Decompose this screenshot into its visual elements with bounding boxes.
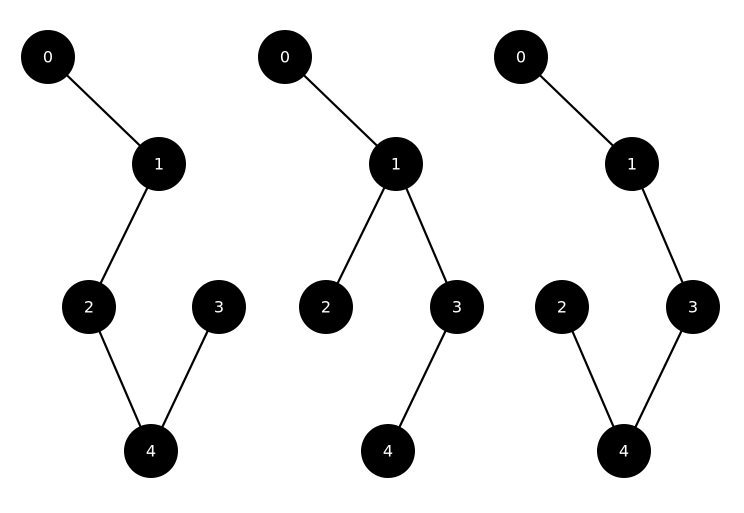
node-circle (494, 30, 548, 84)
node-circle (666, 280, 720, 334)
node-circle (430, 280, 484, 334)
graph-2-node-3: 3 (430, 280, 484, 334)
graph-2-node-1: 1 (369, 137, 423, 191)
graph-3-node-0: 0 (494, 30, 548, 84)
graph-2-node-2: 2 (299, 280, 353, 334)
graph-3-node-1: 1 (605, 137, 659, 191)
node-circle (21, 30, 75, 84)
graph-1-node-3: 3 (192, 280, 246, 334)
node-circle (132, 137, 186, 191)
node-circle (597, 424, 651, 478)
node-label: 0 (43, 48, 53, 67)
node-label: 2 (557, 298, 567, 317)
node-label: 1 (391, 155, 401, 174)
node-circle (361, 424, 415, 478)
node-label: 4 (383, 442, 393, 461)
node-circle (62, 280, 116, 334)
node-circle (124, 424, 178, 478)
graph-1-node-1: 1 (132, 137, 186, 191)
node-label: 0 (516, 48, 526, 67)
graph-3-node-2: 2 (535, 280, 589, 334)
node-circle (258, 30, 312, 84)
node-label: 2 (84, 298, 94, 317)
graph-2-node-4: 4 (361, 424, 415, 478)
node-label: 4 (619, 442, 629, 461)
node-label: 1 (154, 155, 164, 174)
graph-1-node-2: 2 (62, 280, 116, 334)
node-label: 0 (280, 48, 290, 67)
graph-2-node-0: 0 (258, 30, 312, 84)
graph-3-node-4: 4 (597, 424, 651, 478)
graph-3-node-3: 3 (666, 280, 720, 334)
node-circle (605, 137, 659, 191)
node-label: 1 (627, 155, 637, 174)
edge-layer (47, 56, 695, 452)
node-label: 3 (214, 298, 224, 317)
node-label: 3 (688, 298, 698, 317)
node-circle (535, 280, 589, 334)
node-layer: 0 1 2 3 4 0 1 2 3 4 0 1 2 3 4 (21, 30, 720, 478)
node-label: 3 (452, 298, 462, 317)
node-label: 2 (321, 298, 331, 317)
graph-1-node-0: 0 (21, 30, 75, 84)
graph-1-node-4: 4 (124, 424, 178, 478)
node-circle (369, 137, 423, 191)
node-label: 4 (146, 442, 156, 461)
node-circle (192, 280, 246, 334)
node-circle (299, 280, 353, 334)
